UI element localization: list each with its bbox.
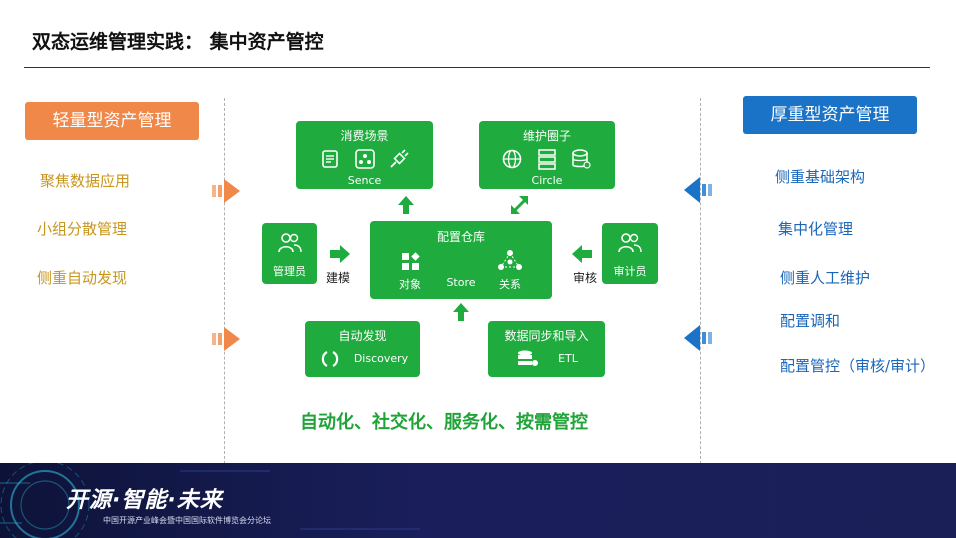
config-repository-title: 配置仓库 — [436, 230, 485, 244]
build-model-label: 建模 — [326, 271, 351, 285]
consume-scenario-label: Sence — [347, 174, 382, 187]
arrow-right-icon — [330, 245, 350, 263]
title-divider — [24, 67, 930, 68]
right-item-2: 集中化管理 — [778, 220, 854, 238]
admin-label: 管理员 — [273, 265, 306, 278]
left-divider — [224, 98, 225, 464]
users-icon — [618, 233, 642, 253]
arrow-up-icon — [453, 303, 469, 321]
relation-label: 关系 — [499, 278, 521, 291]
review-label: 审核 — [573, 271, 598, 285]
config-repository-box: 配置仓库 对象 Store 关系 — [370, 221, 552, 299]
consume-scenario-title: 消费场景 — [340, 129, 389, 143]
database-icon — [572, 149, 591, 169]
consume-scenario-box: 消费场景 Sence — [296, 121, 433, 189]
apps-icon — [402, 252, 420, 270]
network-icon — [355, 149, 375, 169]
left-item-2: 小组分散管理 — [37, 220, 128, 238]
left-item-3: 侧重自动发现 — [37, 269, 128, 287]
lightweight-header: 轻量型资产管理 — [25, 102, 199, 140]
blue-arrow-icon — [684, 325, 712, 351]
page-title: 双态运维管理实践： 集中资产管控 — [32, 31, 324, 53]
footer-banner — [0, 463, 956, 538]
maintenance-circle-title: 维护圈子 — [522, 129, 571, 143]
footer-slogan: 开源·智能·未来 — [66, 488, 223, 513]
right-divider — [700, 98, 701, 464]
store-label: Store — [446, 276, 476, 289]
arrow-diagonal-icon — [511, 196, 529, 214]
blue-arrow-icon — [684, 177, 712, 203]
footer-subtitle: 中国开源产业峰会暨中国国际软件博览会分论坛 — [103, 516, 271, 525]
maintenance-circle-label: Circle — [531, 174, 563, 187]
data-sync-label: ETL — [558, 352, 578, 365]
right-item-3: 侧重人工维护 — [780, 269, 871, 287]
data-sync-box: 数据同步和导入 ETL — [488, 321, 605, 377]
server-icon — [538, 149, 556, 170]
orange-arrow-icon — [212, 179, 240, 203]
slogan: 自动化、社交化、服务化、按需管控 — [300, 412, 588, 433]
auto-discovery-label: Discovery — [353, 352, 409, 365]
auditor-label: 审计员 — [613, 265, 647, 278]
document-icon — [322, 150, 338, 168]
relation-icon — [498, 250, 522, 270]
plug-icon — [390, 149, 409, 168]
object-label: 对象 — [399, 278, 421, 291]
right-item-5: 配置管控（审核/审计） — [780, 357, 936, 375]
orange-arrow-icon — [212, 327, 240, 351]
auto-discovery-box: 自动发现 Discovery — [305, 321, 420, 377]
left-item-1: 聚焦数据应用 — [40, 172, 131, 190]
admin-box: 管理员 — [262, 223, 317, 284]
auto-discovery-title: 自动发现 — [338, 329, 387, 343]
arrow-left-icon — [572, 245, 592, 263]
maintenance-circle-box: 维护圈子 Circle — [479, 121, 615, 189]
arrow-up-icon — [398, 196, 414, 214]
globe-icon — [502, 149, 522, 169]
heavyweight-header: 厚重型资产管理 — [743, 96, 917, 134]
database-sync-icon — [518, 350, 538, 366]
right-item-1: 侧重基础架构 — [775, 168, 866, 186]
users-icon — [278, 233, 302, 253]
auditor-box: 审计员 — [602, 223, 658, 284]
refresh-icon — [321, 351, 339, 367]
circuit-decoration — [0, 463, 420, 538]
data-sync-title: 数据同步和导入 — [504, 329, 589, 343]
right-item-4: 配置调和 — [780, 312, 841, 330]
